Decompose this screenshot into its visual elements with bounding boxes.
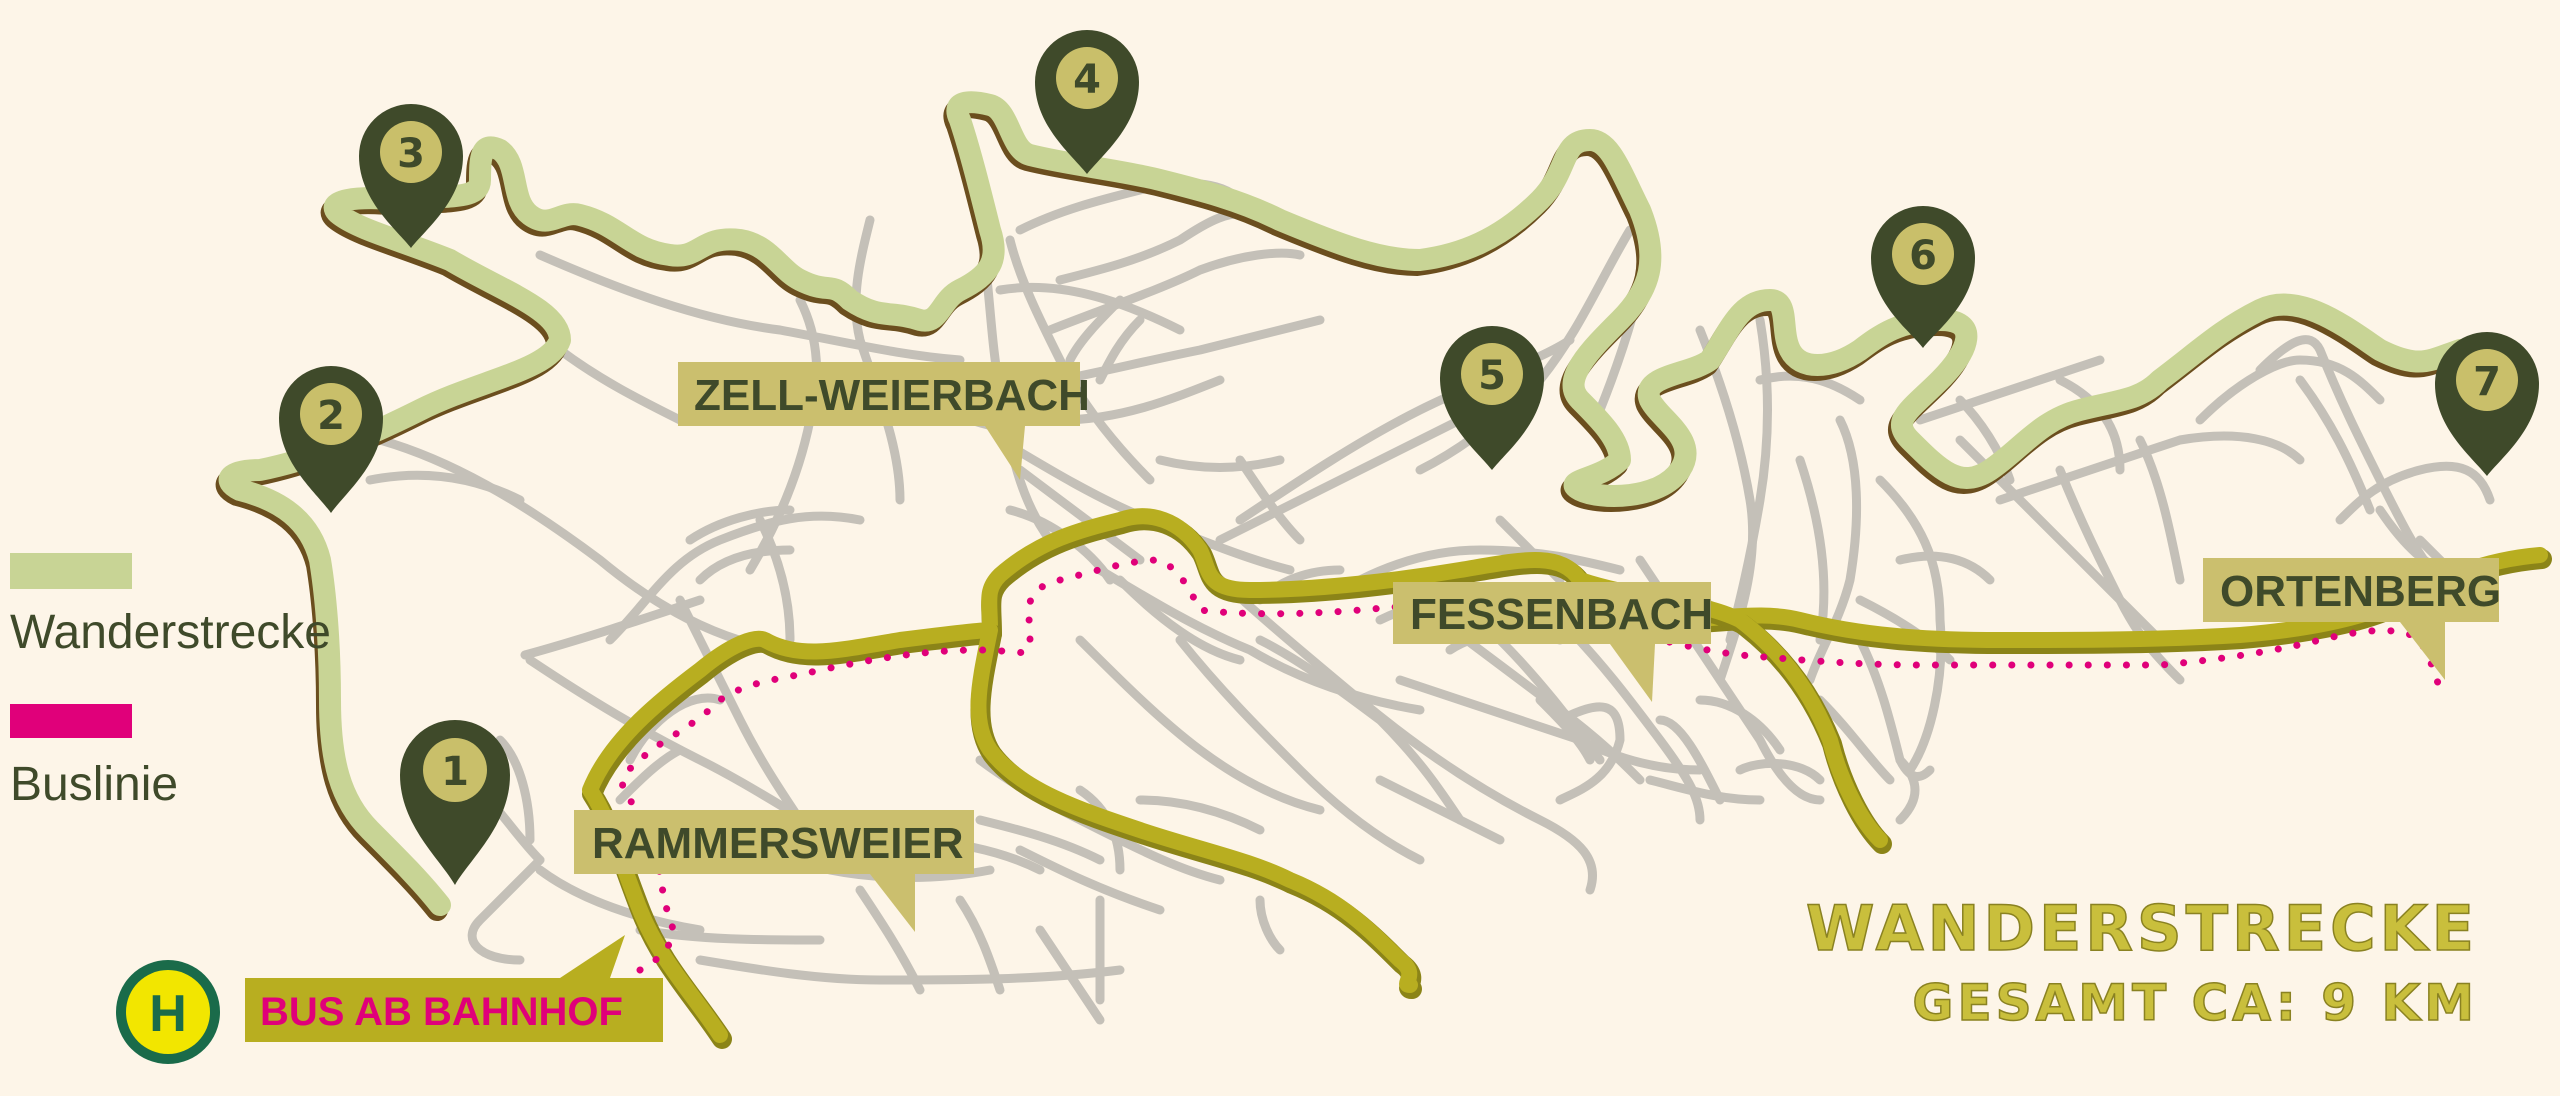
bus-stop-icon-inner [126, 970, 210, 1054]
legend-label-hiking: Wanderstrecke [10, 606, 331, 659]
place-label-fessenbach: FESSENBACH [1393, 582, 1713, 702]
label-pointer [1610, 644, 1655, 702]
map-title: WANDERSTRECKE GESAMT CA: 9 KM [1805, 891, 2478, 1033]
label-box [574, 810, 974, 874]
legend-label-bus: Buslinie [10, 758, 178, 811]
place-label-rammersweier: RAMMERSWEIER [574, 810, 974, 932]
waypoint-pin-6[interactable]: 6 [1871, 206, 1975, 348]
pin-circle [1056, 47, 1118, 109]
bus-stop-label: BUS AB BAHNHOF [260, 990, 623, 1034]
waypoint-pin-7[interactable]: 7 [2435, 332, 2539, 476]
pin-number: 3 [397, 131, 425, 177]
place-name-zell-weierbach: ZELL-WEIERBACH [694, 371, 1090, 420]
waypoint-pin-2[interactable]: 2 [279, 366, 383, 513]
title-subtitle: GESAMT CA: 9 KM [1912, 974, 2478, 1032]
bus-stop[interactable]: H BUS AB BAHNHOF [116, 935, 663, 1064]
title-main: WANDERSTRECKE [1806, 892, 2478, 965]
pin-number: 6 [1909, 233, 1937, 279]
waypoint-pin-5[interactable]: 5 [1440, 326, 1544, 470]
pin-number: 2 [317, 393, 345, 439]
place-name-rammersweier: RAMMERSWEIER [592, 819, 964, 868]
place-label-ortenberg: ORTENBERG [2203, 558, 2501, 680]
pin-number: 7 [2473, 359, 2501, 405]
pin-circle [1892, 223, 1954, 285]
waypoint-pin-4[interactable]: 4 [1035, 30, 1139, 174]
bus-stop-letter: H [149, 985, 187, 1043]
label-box [1393, 582, 1711, 644]
bus-stop-pointer [560, 935, 625, 978]
legend: Wanderstrecke Buslinie [10, 553, 331, 811]
pin-number: 4 [1073, 57, 1101, 103]
bus-stop-label-box [245, 978, 663, 1042]
place-name-ortenberg: ORTENBERG [2220, 567, 2501, 616]
pin-circle [380, 121, 442, 183]
pin-circle [2456, 349, 2518, 411]
place-label-zell-weierbach: ZELL-WEIERBACH [678, 362, 1090, 480]
pin-circle [1461, 343, 1523, 405]
waypoint-pin-1[interactable]: 1 [400, 719, 510, 885]
place-name-fessenbach: FESSENBACH [1410, 590, 1713, 639]
label-box [2203, 558, 2499, 622]
pin-circle [423, 738, 487, 802]
label-pointer [985, 426, 1025, 480]
pin-number: 1 [441, 749, 469, 795]
label-pointer [2400, 622, 2445, 680]
label-box [678, 362, 1080, 426]
waypoint-pin-3[interactable]: 3 [359, 104, 463, 248]
legend-swatch-bus [10, 704, 132, 738]
pin-number: 5 [1478, 353, 1506, 399]
legend-swatch-hiking [10, 553, 132, 589]
label-pointer [870, 874, 915, 932]
pin-circle [300, 383, 362, 445]
